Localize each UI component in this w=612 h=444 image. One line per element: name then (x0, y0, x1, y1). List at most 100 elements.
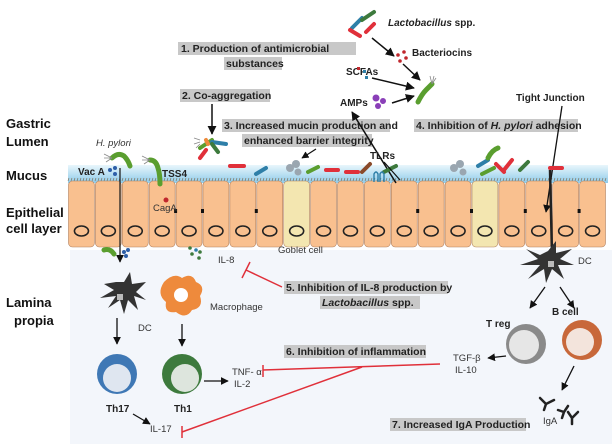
epithelial-cell (68, 180, 95, 248)
epithelial-cell (390, 180, 418, 248)
tight-junction (201, 209, 204, 213)
epithelial-cell (417, 180, 445, 248)
mechanism-1-label-cont: substances (226, 58, 284, 70)
macrophage-icon (160, 275, 203, 316)
b-cell-label: B cell (552, 307, 579, 318)
mechanism-2-label: 2. Co-aggregation (182, 90, 271, 102)
row-label-propia: propia (14, 313, 54, 328)
mucus-layer (68, 165, 608, 183)
cell-nucleus (557, 225, 574, 237)
il8-bacteria-icon (101, 247, 130, 258)
epithelial-cell (498, 180, 526, 248)
tlrs-label: TLRs (370, 151, 395, 162)
cell-nucleus (208, 225, 224, 237)
cell-nucleus (100, 225, 117, 237)
th1-label: Th1 (174, 404, 192, 415)
cell-nucleus (181, 225, 197, 237)
tlr-receptor-icon (373, 171, 385, 182)
h-pylori-bacterium-icon (103, 151, 163, 187)
il8-inhibition-line (241, 261, 283, 288)
cag-a-icon (163, 197, 169, 203)
lactobacillus-label: Lactobacillus (388, 18, 452, 29)
mechanism-4-label: 4. Inhibition of (416, 120, 491, 132)
cell-nucleus (504, 225, 520, 237)
th1-cell-icon (162, 354, 202, 394)
microvilli (67, 177, 607, 182)
row-label-epithelial: Epithelial (6, 205, 64, 220)
cell-nucleus (423, 225, 439, 237)
cell-nucleus (477, 225, 493, 237)
tight-junction (523, 209, 527, 213)
cell-nucleus (154, 225, 170, 237)
cell-nucleus (288, 225, 305, 237)
th17-cell-icon (97, 354, 137, 394)
cell-nucleus (584, 225, 601, 237)
epithelial-cell (310, 180, 337, 248)
h-pylori-target-icon (415, 75, 437, 105)
bacteriocins-icon (396, 50, 408, 63)
cell-nucleus (315, 225, 332, 237)
mechanism-7-label: 7. Increased IgA Production (392, 419, 530, 431)
cell-nucleus (530, 225, 547, 237)
goblet-cell-label: Goblet cell (278, 245, 323, 256)
il10-label: IL-10 (455, 365, 477, 376)
epithelial-cell (122, 180, 149, 248)
epithelial-cell (202, 180, 230, 248)
cell-nucleus (73, 225, 90, 237)
treg-cell-icon (506, 324, 546, 364)
vac-a-toxin-icon (108, 166, 117, 176)
cell-nucleus (369, 225, 386, 237)
cell-nucleus (450, 225, 466, 237)
row-label-gastric: Gastric (6, 116, 51, 131)
mechanism-6-label: 6. Inhibition of inflammation (286, 346, 426, 358)
il8-label: IL-8 (218, 255, 234, 266)
mucin-icon (286, 160, 467, 176)
t-reg-label: T reg (486, 319, 510, 330)
il17-label: IL-17 (150, 424, 172, 435)
tight-junction (174, 209, 178, 213)
goblet-cell (283, 180, 310, 248)
tight-junction (577, 209, 581, 213)
scfas-icon (357, 67, 368, 79)
dendritic-cell-left-icon (100, 272, 146, 314)
row-label-lamina: Lamina (6, 295, 52, 310)
tss4-label: TSS4 (162, 169, 187, 180)
epithelial-cell (337, 180, 364, 248)
cell-nucleus (235, 225, 251, 237)
iga-label: IgA (543, 416, 558, 427)
mechanism-3-label-cont: enhanced barrier integrity (244, 135, 374, 147)
il2-label: IL-2 (234, 379, 250, 390)
cell-nucleus (261, 225, 278, 237)
epithelial-cell (579, 180, 606, 248)
epithelial-cell (229, 180, 257, 248)
iga-antibody-icon (538, 396, 580, 426)
amps-icon (372, 94, 386, 109)
goblet-cell (471, 180, 499, 248)
mechanism-1-label: 1. Production of antimicrobial (181, 43, 329, 55)
lactobacillus-icon (348, 10, 376, 38)
dc-left-label: DC (138, 323, 152, 334)
bacteriocins-label: Bacteriocins (412, 48, 472, 59)
cell-nucleus (342, 225, 359, 237)
mechanism-5-label-cont: Lactobacillus (322, 297, 389, 309)
tnf-alpha-label: TNF- α (232, 367, 262, 378)
epithelial-cell (256, 180, 283, 248)
amps-label: AMPs (340, 98, 368, 109)
tight-junction (470, 209, 473, 213)
epithelial-cell-layer (67, 177, 607, 248)
row-label-cell-layer: cell layer (6, 221, 62, 236)
dc-right-label: DC (578, 256, 592, 267)
row-label-mucus: Mucus (6, 168, 47, 183)
epithelial-cell (364, 180, 391, 248)
th17-label: Th17 (106, 404, 130, 415)
tight-junction-label: Tight Junction (516, 93, 585, 104)
macrophage-label: Macrophage (210, 302, 263, 313)
epithelial-cell (444, 180, 472, 248)
cell-nucleus (127, 225, 144, 237)
epithelial-cell (552, 180, 579, 248)
il8-cytokine-icon (188, 246, 202, 260)
svg-text:4. Inhibition of H. pylori adh: 4. Inhibition of H. pylori adhesion (416, 120, 582, 132)
tight-junction (254, 209, 258, 213)
cell-nucleus (396, 225, 413, 237)
epithelial-cell (148, 180, 176, 248)
